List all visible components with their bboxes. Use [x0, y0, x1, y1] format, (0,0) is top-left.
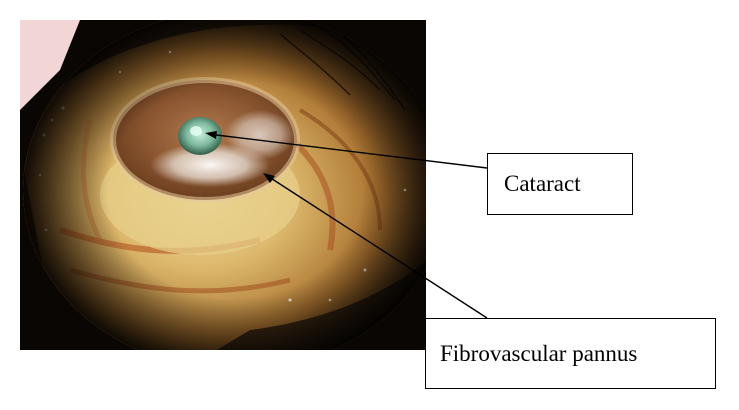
fibrovascular-pannus-label: Fibrovascular pannus	[440, 340, 638, 366]
cataract-label: Cataract	[504, 171, 581, 196]
fibrovascular-pannus-label-box: Fibrovascular pannus	[425, 318, 716, 389]
leader-lines	[207, 133, 488, 319]
pannus-leader-line	[265, 174, 488, 319]
cataract-leader-line	[207, 133, 488, 169]
pannus-arrowhead	[263, 173, 275, 183]
cataract-label-box: Cataract	[487, 153, 633, 215]
leader-arrowheads	[205, 131, 275, 183]
eye-photo	[20, 20, 426, 350]
cataract-arrowhead	[205, 131, 217, 139]
